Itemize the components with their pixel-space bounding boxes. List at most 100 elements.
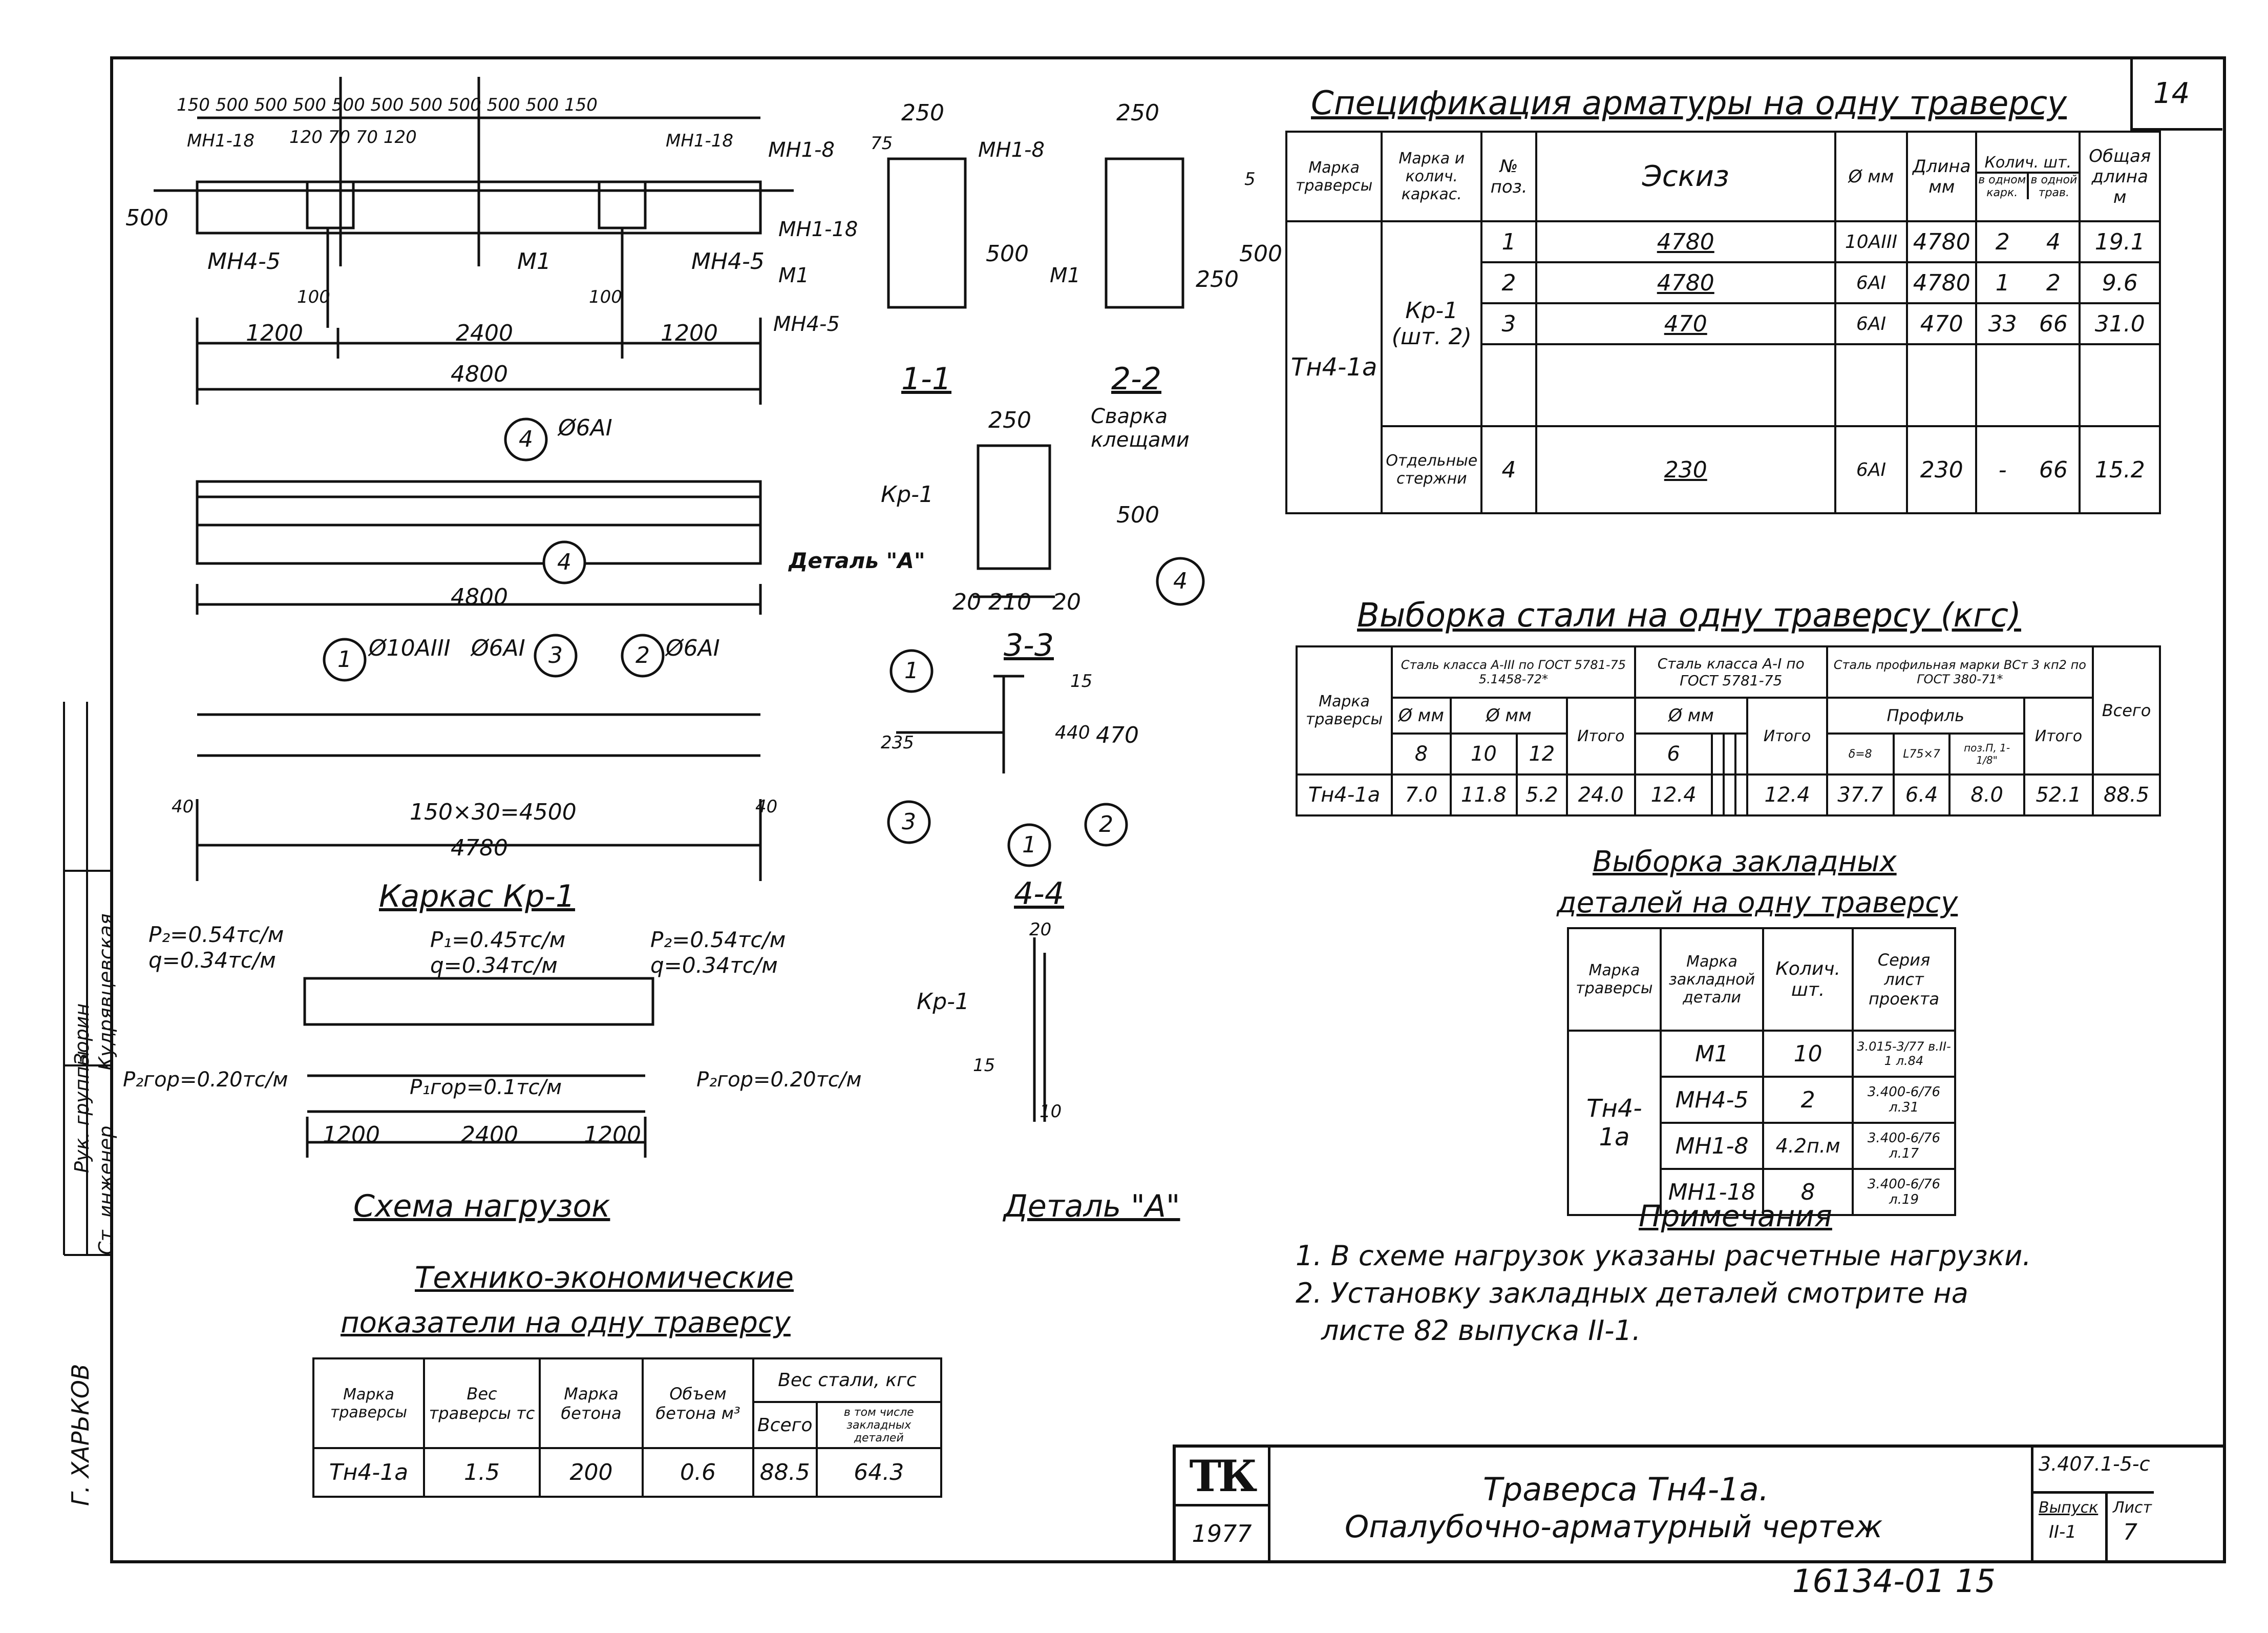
sec-dim-470: 470 [1096,722,1139,748]
spec-empty-cell [1480,343,1537,427]
spec-row-empty [1286,343,2161,427]
stamp-divider [2033,1491,2154,1494]
steel-pv3: 8.0 [1948,773,2025,816]
spec-poz-2: 2 [1480,261,1537,304]
embed-ser-2: 3.400-6/76 л.31 [1852,1076,1956,1124]
label-mn1-18-b: МН1-18 [666,131,734,151]
dim-1200-b: 1200 [661,320,718,346]
embed-ser-1: 3.015-3/77 в.II-1 л.84 [1852,1030,1956,1078]
spec-h-qty: Колич. шт. в одном карк. в одной трав. [1975,131,2081,222]
notes-title: Примечания [1639,1199,1832,1233]
spec-poz-4: 4 [1480,425,1537,514]
spec-q2-3: 66 [2039,310,2068,337]
sec-dim-20-a: 20 [952,589,981,615]
load-q-left: q=0.34тс/м [149,948,276,973]
kr1-label-a: Кр-1 [881,481,934,508]
spec-len-2: 4780 [1906,261,1978,304]
stamp-vdivider [2105,1491,2108,1560]
label-mn1-18-a: МН1-18 [187,131,255,151]
sec-m1: М1 [778,264,809,287]
dim-100-a: 100 [297,287,330,307]
dim-4780: 4780 [451,835,508,861]
sec-dim-20-c: 20 [1029,919,1052,940]
stamp-list-label: Лист [2113,1499,2152,1517]
embed-h-qty: Колич. шт. [1762,927,1854,1032]
steel-v6: 12.4 [1634,773,1713,816]
sec-dim-250-b: 250 [1116,100,1159,126]
stamp-line-1: Траверса Тн4-1а. [1483,1471,1769,1508]
steel-h-dmm-2: Ø мм [1449,697,1568,735]
spec-q2-2: 2 [2046,269,2061,296]
steel-h-itogo-1: Итого [1565,697,1636,776]
spec-sep-label: Отдельные стержни [1381,425,1483,514]
stamp-year: 1977 [1192,1519,1252,1547]
tech-h-marka: Марка траверсы [312,1357,425,1449]
dim-100-b: 100 [589,287,622,307]
spec-d-4: 6АI [1834,425,1909,514]
steel-h-itogo-3: Итого [2023,697,2094,776]
tech-h-obem: Объем бетона м³ [642,1357,754,1449]
callout-1c: 1 [1022,832,1036,858]
steel-blank-1 [1711,732,1725,776]
load-p1: P₁=0.45тс/м [430,927,566,952]
sec-dim-10: 10 [1040,1101,1062,1122]
steel-row: Тн4-1а 7.0 11.8 5.2 24.0 12.4 12.4 37.7 … [1296,773,2161,816]
spec-d-1: 10АIII [1834,220,1909,263]
load-caption: Схема нагрузок [353,1188,610,1224]
tech-title-2: показатели на одну траверсу [341,1306,791,1339]
spec-d-2: 6АI [1834,261,1909,304]
callout-4b: 4 [557,549,571,575]
title-block: ТК 1977 Траверса Тн4-1а. Опалубочно-арма… [1173,1444,2223,1560]
tech-h-ves: Вес траверсы тс [423,1357,541,1449]
section-1-1: 1-1 [901,361,951,397]
tech-vsego: 88.5 [752,1447,818,1498]
spec-poz-3: 3 [1480,302,1537,345]
stamp-vyp-label: Выпуск [2039,1499,2099,1517]
callout-1a: 1 [337,646,352,673]
tech-h-steel: Вес стали, кгс [752,1357,942,1403]
sec-dim-250-d: 250 [988,407,1031,433]
spec-poz-1: 1 [1480,220,1537,263]
embed-h-det: Марка закладной детали [1659,927,1765,1032]
spec-q1-1: 2 [1995,228,2010,255]
bottom-code: 16134-01 15 [1792,1562,1996,1600]
spec-h-q2: в одной трав. [2030,174,2078,199]
spec-sketch-2: 4780 [1535,261,1836,304]
sheet-num-top: 14 [2153,77,2190,110]
stamp-year-box: 1977 [1176,1506,1270,1560]
steel-p2: L75×7 [1892,732,1951,776]
spec-q2-4: 66 [2039,456,2068,483]
section-2-2: 2-2 [1111,361,1161,397]
steel-h-a3: Сталь класса А-III по ГОСТ 5781-75 5.145… [1391,645,1636,699]
spec-sketch-1: 4780 [1535,220,1836,263]
callout-2b: 2 [1099,811,1113,838]
steel-title: Выборка стали на одну траверсу (кгс) [1357,597,2021,635]
steel-marka: Тн4-1а [1296,773,1393,816]
tech-beton: 200 [539,1447,644,1498]
stamp-list: 7 [2123,1519,2137,1545]
steel-h-marka: Марка траверсы [1296,645,1393,776]
steel-v12: 5.2 [1515,773,1568,816]
steel-d8: 8 [1391,732,1452,776]
spec-h-marka: Марка траверсы [1285,131,1383,222]
callout-1b: 1 [904,658,919,684]
tech-h-beton: Марка бетона [539,1357,644,1449]
callout-2a: 2 [635,642,650,668]
spec-h-poz: № поз. [1480,131,1537,222]
steel-v8: 7.0 [1391,773,1452,816]
label-mn4-5-b: МН4-5 [691,248,765,275]
embed-ser-3: 3.400-6/76 л.17 [1852,1122,1956,1170]
spec-d-3: 6АI [1834,302,1909,345]
top-dims: 150 500 500 500 500 500 500 500 500 500 … [177,95,598,115]
load-p2gor-right: P₂гор=0.20тс/м [696,1068,862,1092]
svarka-label: Сварка клещами [1091,405,1190,452]
sec-mn1-8-b: МН1-8 [978,138,1045,162]
steel-d12: 12 [1515,732,1568,776]
steel-pv2: 6.4 [1892,773,1951,816]
sec-dim-20-b: 20 [1052,589,1081,615]
embed-h-marka: Марка траверсы [1567,927,1662,1032]
note-2: 2. Установку закладных деталей смотрите … [1296,1277,1968,1309]
label-mn4-5-a: МН4-5 [207,248,281,275]
spec-q1-4: - [1998,456,2007,483]
